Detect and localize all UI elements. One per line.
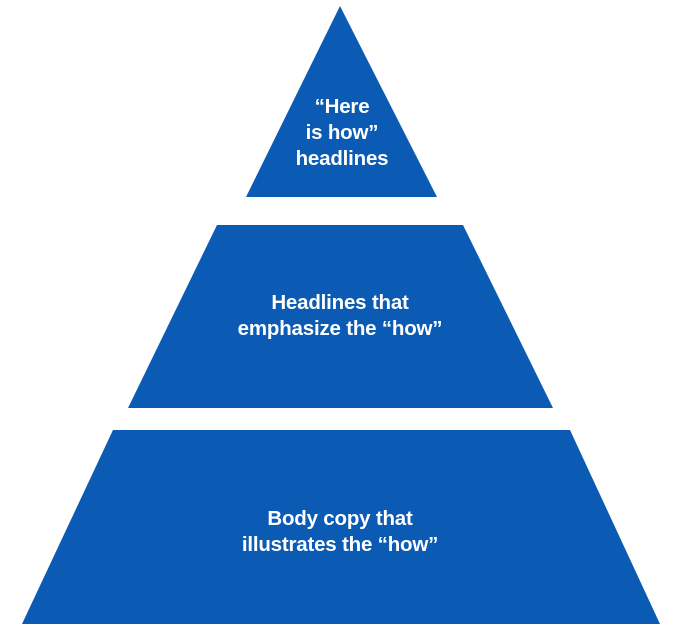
pyramid-tier-2-shape[interactable] [128,225,553,408]
pyramid-tier-1-shape[interactable] [246,6,437,197]
pyramid-tier-3-shape[interactable] [22,430,660,624]
